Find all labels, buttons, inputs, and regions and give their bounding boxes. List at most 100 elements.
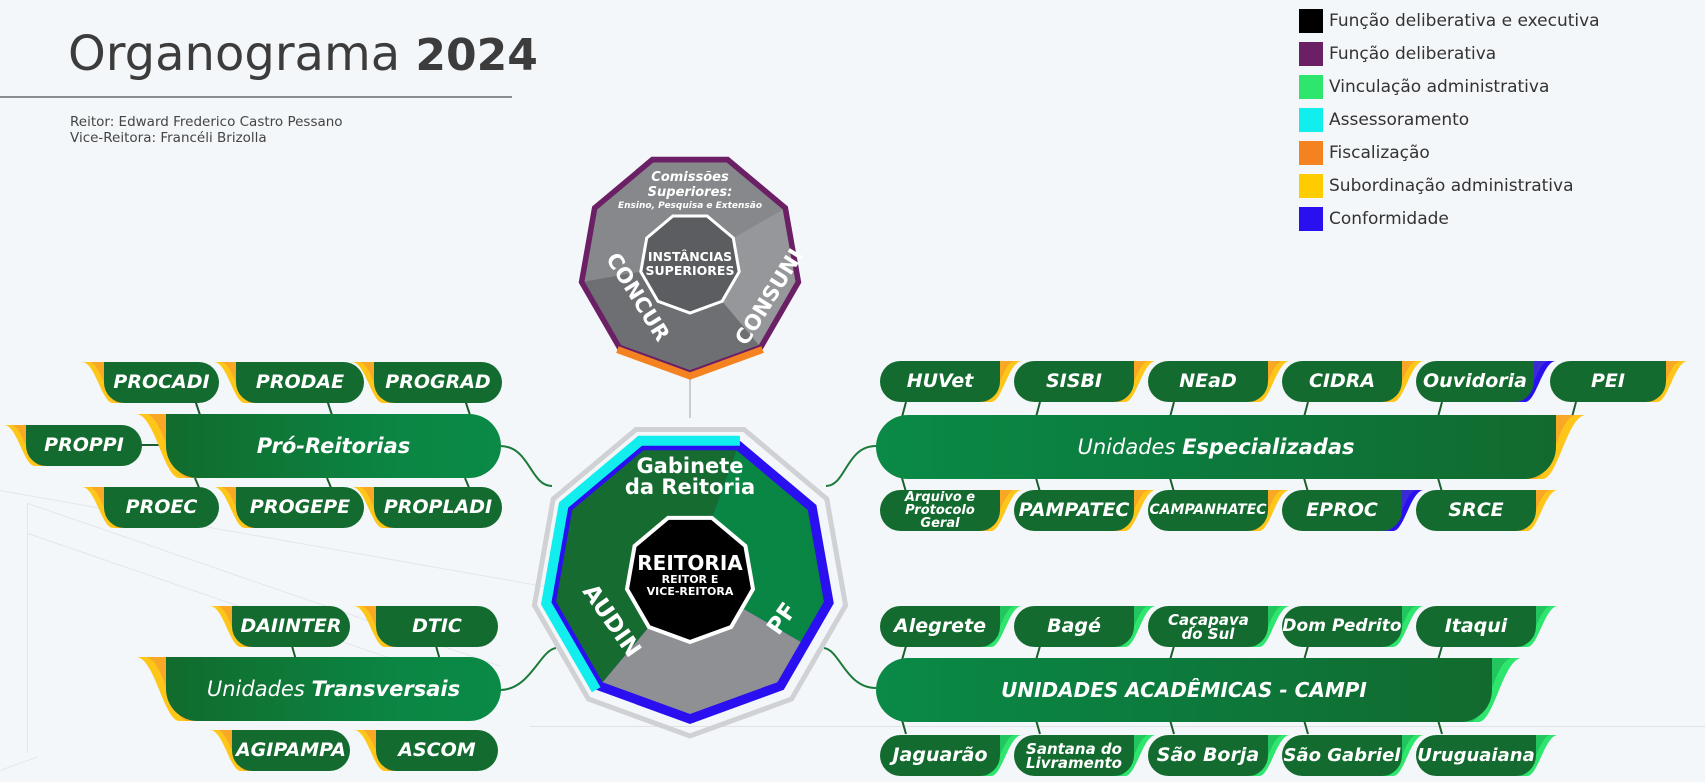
pill-background <box>1282 490 1402 531</box>
leadership-info: Reitor: Edward Frederico Castro Pessano … <box>70 114 343 146</box>
legend-item: Função deliberativa e executiva <box>1299 4 1600 37</box>
connector-stem <box>1437 477 1443 493</box>
pill-huvet[interactable]: HUVet <box>880 361 1022 402</box>
pill-label: PRODAE <box>255 371 345 393</box>
connector-stem <box>1437 645 1443 661</box>
connector-stem <box>901 401 907 418</box>
pill-sisbi[interactable]: SISBI <box>1014 361 1156 402</box>
pill-campus-dom-pedrito[interactable]: Dom Pedrito <box>1282 606 1424 647</box>
pill-campus-caçapava-do-sul[interactable]: Caçapava do Sul <box>1148 606 1290 647</box>
especializadas-bold: Especializadas <box>1182 435 1355 459</box>
connector-transversais <box>499 647 557 691</box>
pill-campus-são-gabriel[interactable]: São Gabriel <box>1282 735 1424 776</box>
pill-label: PROPPI <box>44 434 124 456</box>
pill-campus-são-borja[interactable]: São Borja <box>1148 735 1290 776</box>
pill-prograd[interactable]: PROGRAD <box>352 362 502 403</box>
connector-pro-reitorias <box>499 445 553 487</box>
instancias-superiores <box>578 156 802 380</box>
bar-unidades-transversais[interactable]: Unidades Transversais <box>136 657 501 721</box>
pill-label: Bagé <box>1047 615 1101 637</box>
instancias-line2: SUPERIORES <box>645 263 735 278</box>
connector-stem <box>1437 719 1443 735</box>
pill-srce[interactable]: SRCE <box>1416 490 1558 531</box>
pill-label: DAIINTER <box>240 615 342 637</box>
pill-proppi[interactable]: PROPPI <box>4 425 142 466</box>
bar-pro-reitorias[interactable]: Pró-Reitorias <box>136 414 501 478</box>
reitoria-center <box>624 515 756 645</box>
pill-label: Uruguaiana <box>1417 745 1535 766</box>
reitoria-sub2: VICE-REITORA <box>646 585 734 598</box>
pill-background <box>880 606 1000 647</box>
pill-label: PEI <box>1591 370 1625 392</box>
pill-prodae[interactable]: PRODAE <box>214 362 364 403</box>
pill-background <box>1014 606 1134 647</box>
bar-label: Pró-Reitorias <box>257 434 411 458</box>
pill-label: NEaD <box>1179 370 1237 392</box>
bar-background <box>166 657 501 721</box>
pill-proec[interactable]: PROEC <box>82 487 219 528</box>
pill-campus-itaqui[interactable]: Itaqui <box>1416 606 1558 647</box>
bar-unidades-especializadas[interactable]: Unidades Especializadas <box>876 415 1586 479</box>
legend-label: Vinculação administrativa <box>1329 76 1550 97</box>
connector-stem <box>1303 645 1309 661</box>
pill-background <box>1416 606 1536 647</box>
pill-background <box>374 362 502 403</box>
reitoria-sub1: REITOR E <box>661 573 719 586</box>
legend-swatch <box>1299 74 1323 99</box>
pill-campus-uruguaiana[interactable]: Uruguaiana <box>1416 735 1558 776</box>
instancias-left-sector <box>584 263 759 370</box>
pill-nead[interactable]: NEaD <box>1148 361 1290 402</box>
pill-procadi[interactable]: PROCADI <box>82 362 219 403</box>
pill-label: Caçapava do Sul <box>1168 610 1249 643</box>
pill-campus-bagé[interactable]: Bagé <box>1014 606 1156 647</box>
pill-campus-alegrete[interactable]: Alegrete <box>880 606 1022 647</box>
legend-item: Fiscalização <box>1299 136 1600 169</box>
instancias-right-sector <box>690 209 796 345</box>
pill-arquivo-e-protocolo-geral[interactable]: Arquivo e Protocolo Geral <box>880 490 1022 531</box>
pill-eproc[interactable]: EPROC <box>1282 490 1424 531</box>
pill-progepe[interactable]: PROGEPE <box>214 487 364 528</box>
connector-especializadas <box>825 445 877 487</box>
campi-title: UNIDADES ACADÊMICAS - CAMPI <box>1001 678 1367 702</box>
pill-label: Jaguarão <box>892 744 988 766</box>
pill-ascom[interactable]: ASCOM <box>354 730 498 771</box>
legend-label: Subordinação administrativa <box>1329 175 1574 196</box>
pill-agipampa[interactable]: AGIPAMPA <box>210 730 350 771</box>
pill-campanhatec[interactable]: CAMPANHATEC <box>1148 490 1290 531</box>
connector-stem <box>1169 401 1175 418</box>
pill-campus-santana-do-livramento[interactable]: Santana do Livramento <box>1014 735 1156 776</box>
pill-label: PAMPATEC <box>1018 499 1130 521</box>
title-year: 2024 <box>415 30 538 81</box>
bar-label: UNIDADES ACADÊMICAS - CAMPI <box>1001 678 1367 702</box>
connector-stem <box>1035 719 1041 735</box>
pill-label: ASCOM <box>398 739 476 761</box>
bar-background <box>166 414 501 478</box>
pill-daiinter[interactable]: DAIINTER <box>210 606 350 647</box>
bar-background <box>876 415 1556 479</box>
pill-ouvidoria[interactable]: Ouvidoria <box>1416 361 1556 402</box>
pill-background <box>1282 735 1402 776</box>
pill-pampatec[interactable]: PAMPATEC <box>1014 490 1156 531</box>
connector-stem <box>1303 401 1309 418</box>
pill-background <box>1148 606 1268 647</box>
comissoes-line1: Comissões <box>651 170 729 185</box>
connector-stem <box>901 719 907 735</box>
pill-dtic[interactable]: DTIC <box>354 606 498 647</box>
bar-unidades-academicas-campi[interactable]: UNIDADES ACADÊMICAS - CAMPI <box>876 658 1522 722</box>
bar-label: Unidades Transversais <box>207 677 460 701</box>
legend-swatch <box>1299 206 1323 231</box>
connector-stem <box>901 645 907 661</box>
pill-pei[interactable]: PEI <box>1550 361 1688 402</box>
pro-reitorias-title: Pró-Reitorias <box>256 434 411 458</box>
reitoria-title: REITORIA <box>637 551 743 575</box>
pill-cidra[interactable]: CIDRA <box>1282 361 1424 402</box>
pill-campus-jaguarão[interactable]: Jaguarão <box>880 735 1022 776</box>
pill-label: PROGRAD <box>385 371 491 393</box>
pill-background <box>880 361 1000 402</box>
pill-label: PROGEPE <box>249 496 351 518</box>
pill-propladi[interactable]: PROPLADI <box>352 487 502 528</box>
gabinete-line1: Gabinete <box>636 454 744 478</box>
bar-background <box>876 658 1492 722</box>
